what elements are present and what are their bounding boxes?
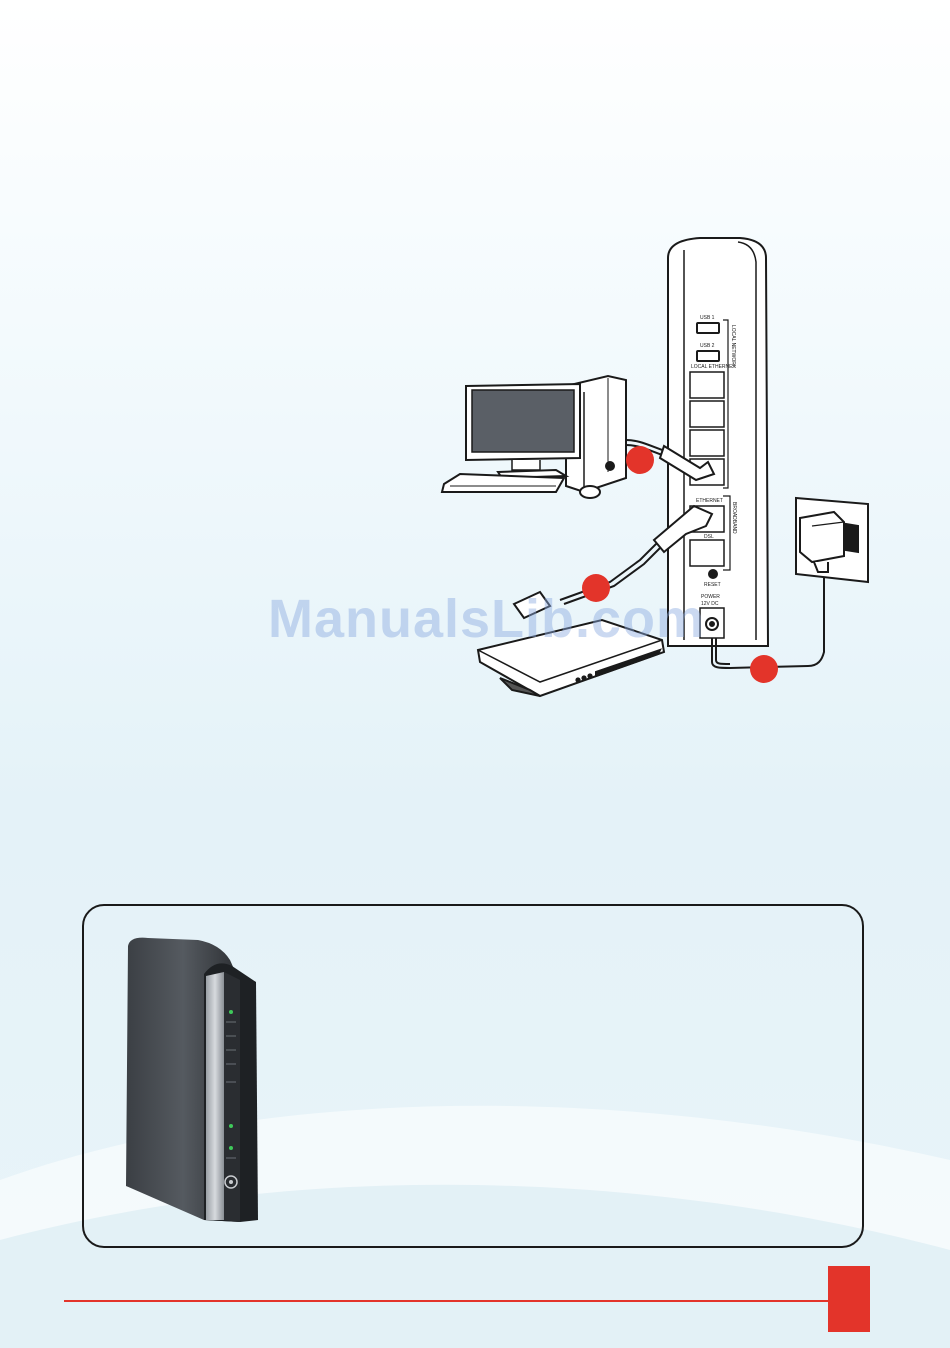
step-marker-3 — [750, 655, 778, 683]
label-usb2: USB 2 — [700, 343, 715, 349]
label-broadband: BROADBAND — [731, 502, 737, 534]
label-local-network: LOCAL NETWORK — [730, 325, 736, 369]
label-dsl: DSL — [704, 534, 714, 540]
footer-rule — [64, 1300, 834, 1302]
label-usb1: USB 1 — [700, 315, 715, 321]
label-ethernet: ETHERNET — [696, 498, 723, 504]
watermark: ManualsLib.com — [268, 588, 705, 650]
wall-socket-illustration — [796, 498, 868, 582]
step-marker-1 — [626, 446, 654, 474]
label-reset: RESET — [704, 582, 721, 588]
label-local-ethernet: LOCAL ETHERNET — [691, 364, 736, 370]
computer-illustration — [442, 376, 626, 498]
router-front-photo — [120, 932, 270, 1226]
page-number-tab — [828, 1266, 870, 1332]
